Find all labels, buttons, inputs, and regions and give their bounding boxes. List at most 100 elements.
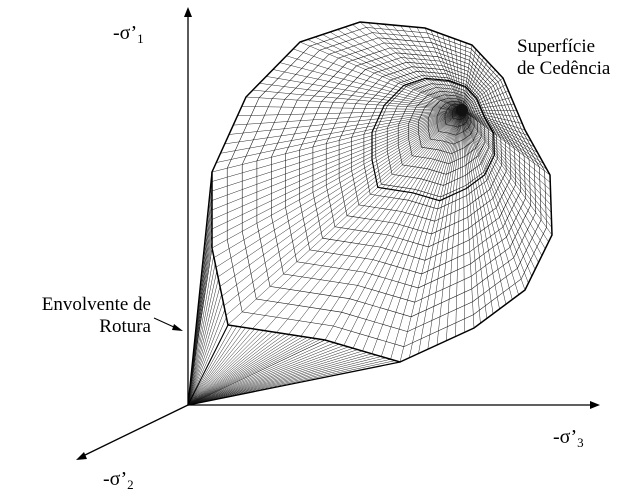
mesh-meridian (219, 109, 463, 287)
envelope-generator (187, 332, 277, 406)
mesh-meridian (461, 42, 467, 111)
envelope-generator (187, 294, 222, 406)
mesh-meridian (216, 109, 463, 163)
mesh-meridian (384, 24, 463, 111)
yield-surface-label-line1: Superfície (517, 36, 596, 57)
mesh-meridian (461, 109, 488, 319)
mesh-meridian (461, 109, 543, 256)
mesh-meridian (461, 109, 520, 118)
mesh-meridian (461, 109, 529, 284)
mesh-meridian (312, 109, 463, 339)
mesh-meridian (427, 109, 463, 350)
envelope-generator (187, 359, 391, 406)
sigma1-arrowhead (184, 7, 192, 17)
mesh-meridian (454, 38, 463, 111)
envelope-generator (187, 247, 213, 406)
envelope-generator (187, 271, 218, 406)
mesh-meridian (307, 39, 463, 111)
mesh-meridian (288, 109, 463, 335)
mesh-meridian (461, 109, 552, 228)
mesh-meridian (211, 109, 463, 211)
envelope-generator (187, 278, 219, 406)
mesh-meridian (461, 109, 552, 221)
mesh-meridian (337, 29, 463, 111)
mesh-meridian (461, 109, 551, 198)
envelope-generator (187, 334, 290, 406)
mesh-meridian (259, 83, 463, 111)
mesh-meridian (220, 109, 463, 154)
mesh-meridian (279, 62, 463, 111)
sigma3-axis-label: -σ’3 (553, 426, 584, 450)
mesh-meridian (461, 109, 466, 333)
failure-envelope-pointer (153, 317, 177, 329)
mesh-meridian (461, 73, 500, 111)
mesh-meridian (322, 34, 463, 111)
mesh-meridian (461, 109, 494, 314)
mesh-meridian (223, 109, 463, 306)
hydrostatic-point (456, 104, 468, 116)
failure-envelope-pointer-arrowhead (172, 324, 183, 331)
mesh-meridian (436, 32, 463, 111)
envelope-generator (187, 356, 382, 406)
mesh-meridian (461, 109, 475, 329)
mesh-meridian (461, 109, 529, 136)
surface-mesh (187, 21, 553, 406)
mesh-meridian (461, 109, 539, 263)
mesh-meridian (344, 26, 463, 111)
envelope-generator (187, 255, 214, 406)
mesh-meridian (399, 109, 463, 363)
mesh-meridian (286, 55, 463, 111)
mesh-meridian (272, 69, 463, 111)
mesh-meridian (461, 109, 549, 243)
mesh-meridian (211, 109, 463, 239)
mesh-meridian (461, 109, 535, 148)
mesh-meridian (217, 109, 463, 278)
mesh-meridian (211, 109, 463, 182)
envelope-generator (187, 353, 372, 406)
mesh-meridian (299, 41, 463, 111)
envelope-generator (187, 335, 299, 406)
mesh-meridian (460, 40, 463, 111)
envelope-generator (187, 327, 246, 406)
envelope-generator (187, 352, 368, 406)
mesh-meridian (233, 109, 463, 126)
mesh-meridian (352, 109, 463, 349)
mesh-meridian (461, 65, 492, 111)
envelope-generator (187, 331, 273, 406)
mesh-meridian (266, 76, 463, 111)
envelope-generator (187, 349, 358, 406)
mesh-meridian (252, 89, 463, 111)
mesh-meridian (213, 109, 463, 258)
mesh-meridian (461, 109, 551, 176)
mesh-meridian (376, 23, 463, 111)
mesh-meridian (293, 48, 463, 111)
mesh-meridian (446, 109, 463, 341)
mesh-meridian (461, 109, 536, 270)
mesh-meridian (239, 109, 463, 328)
mesh-meridian (461, 109, 541, 159)
yield-surface-label: Superfície de Cedência (517, 36, 610, 80)
envelope-generator (187, 337, 312, 406)
envelope-generator (187, 326, 237, 406)
mesh-meridian (221, 109, 463, 297)
mesh-meridian (334, 109, 463, 343)
mesh-meridian (252, 109, 463, 329)
mesh-meridian (367, 22, 463, 111)
mesh-meridian (461, 97, 512, 111)
mesh-meridian (390, 109, 463, 360)
envelope-generator (187, 354, 377, 406)
mesh-meridian (215, 109, 463, 268)
mesh-meridian (461, 109, 552, 206)
mesh-meridian (329, 31, 463, 111)
mesh-meridian (461, 49, 477, 111)
envelope-generator (187, 309, 226, 406)
envelope-generator (187, 357, 386, 406)
mesh-meridian (324, 109, 463, 341)
mesh-meridian (461, 44, 473, 111)
mesh-meridian (241, 106, 463, 111)
mesh-meridian (371, 109, 463, 354)
mesh-meridian (211, 109, 463, 192)
mesh-meridian (211, 109, 463, 173)
envelope-generator (187, 325, 233, 406)
mesh-meridian (461, 109, 500, 310)
